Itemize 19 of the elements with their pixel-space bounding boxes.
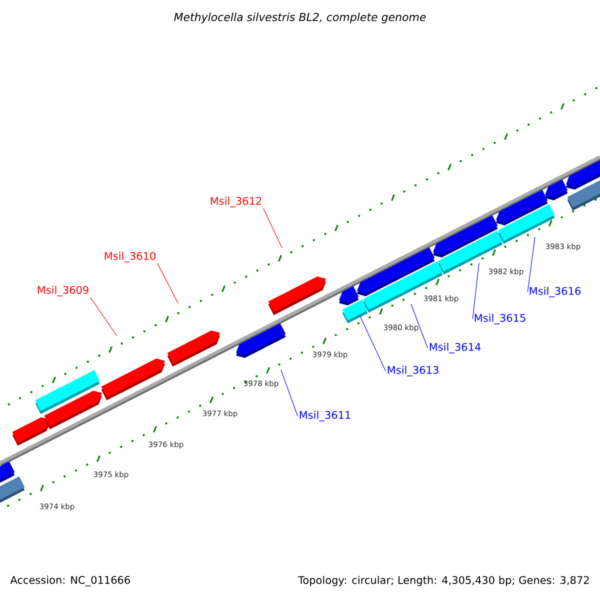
- leader-line: [280, 370, 298, 416]
- leader-line: [472, 262, 480, 320]
- leader-line: [157, 263, 178, 304]
- gene-label: Msil_3609: [38, 286, 88, 296]
- footer-text: Topology: circular; Length: 4,305,430 bp; Genes: 3,872: [298, 576, 589, 586]
- gene-label: Msil_3616: [530, 286, 580, 298]
- gene-label: Msil_3613: [388, 366, 438, 376]
- gene-label: Msil_3615: [474, 314, 526, 324]
- leader-line: [90, 297, 118, 336]
- gene-label: Msil_3612: [210, 196, 262, 208]
- title: Methylocella silvestris BL2, complete genome: [174, 12, 426, 24]
- gene-label: Msil_3611: [300, 410, 350, 422]
- leader-line: [263, 208, 282, 248]
- leader-line: [410, 304, 428, 348]
- leader-line: [527, 236, 536, 292]
- gene-label: Msil_3614: [430, 342, 481, 354]
- leader-line: [360, 316, 386, 372]
- footer-text: Accession: NC_011666: [10, 576, 130, 586]
- gene-label: Msil_3610: [104, 252, 156, 262]
